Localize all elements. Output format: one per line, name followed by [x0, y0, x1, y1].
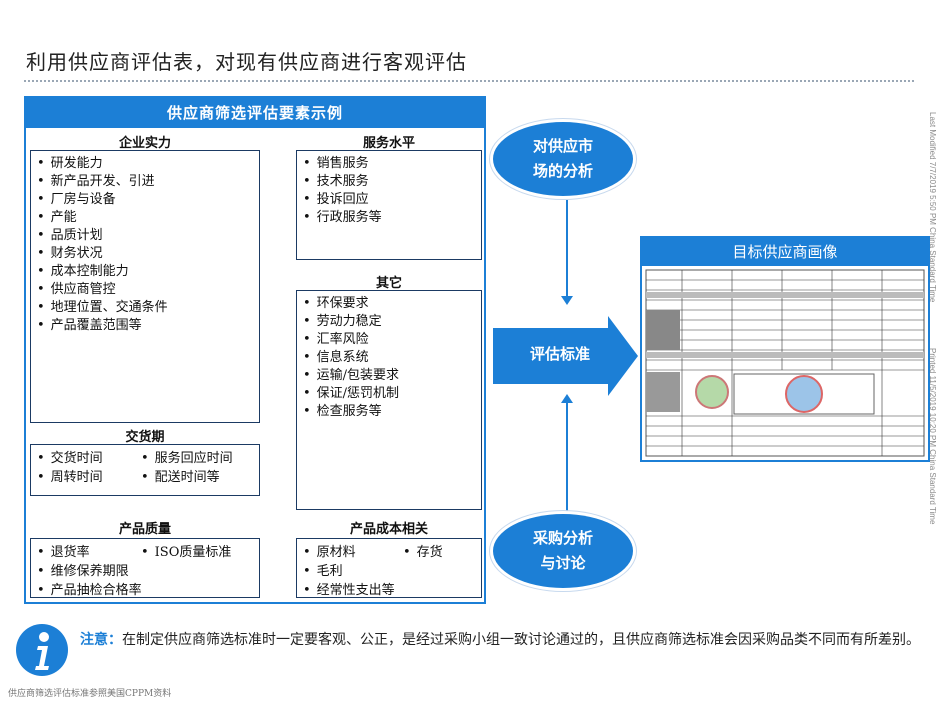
list-item: 产品抽检合格率 [37, 581, 261, 600]
delivery-heading: 交货期 [125, 430, 165, 445]
delivery-box: 交货时间 服务回应时间 周转时间 配送时间等 [30, 444, 260, 496]
procurement-analysis-circle: 采购分析 与讨论 [493, 514, 633, 588]
quality-heading: 产品质量 [118, 522, 171, 537]
list-item: 品质计划 [37, 227, 259, 245]
other-heading: 其它 [375, 276, 402, 291]
list-item: 汇率风险 [303, 331, 481, 349]
note-body: 在制定供应商筛选标准时一定要客观、公正，是经过采购小组一致讨论通过的，且供应商筛… [122, 632, 920, 648]
list-item: 行政服务等 [303, 209, 481, 227]
list-item: 新产品开发、引进 [37, 173, 259, 191]
note-label: 注意： [80, 632, 122, 648]
list-item: 交货时间 [37, 449, 141, 468]
market-analysis-circle: 对供应市 场的分析 [493, 122, 633, 196]
target-supplier-profile: 目标供应商画像 [640, 236, 930, 462]
footer-source: 供应商筛选评估标准参照美国CPPM资料 [8, 689, 172, 699]
arrow-up-head [561, 394, 573, 403]
circle-line: 与讨论 [540, 554, 586, 572]
list-item: 销售服务 [303, 155, 481, 173]
list-item: 供应商管控 [37, 281, 259, 299]
list-item: 配送时间等 [141, 468, 261, 487]
cost-box: 原材料 存货 毛利 经常性支出等 [296, 538, 482, 598]
quality-box: 退货率 ISO质量标准 维修保养期限 产品抽检合格率 [30, 538, 260, 598]
target-header: 目标供应商画像 [642, 238, 928, 266]
arrow-down-head [561, 296, 573, 305]
list-item: 退货率 [37, 543, 141, 562]
circle-line: 采购分析 [532, 529, 593, 547]
list-item: 周转时间 [37, 468, 141, 487]
list-item: 产品覆盖范围等 [37, 317, 259, 335]
evaluation-factors-panel: 供应商筛选评估要素示例 企业实力 研发能力 新产品开发、引进 厂房与设备 产能 … [24, 96, 486, 604]
list-item: 原材料 [303, 543, 403, 562]
list-item: 经常性支出等 [303, 581, 483, 600]
list-item: 存货 [403, 543, 483, 562]
enterprise-box: 研发能力 新产品开发、引进 厂房与设备 产能 品质计划 财务状况 成本控制能力 … [30, 150, 260, 423]
other-box: 环保要求 劳动力稳定 汇率风险 信息系统 运输/包装要求 保证/惩罚机制 检查服… [296, 290, 482, 510]
arrow-down-line [566, 200, 568, 298]
service-box: 销售服务 技术服务 投诉回应 行政服务等 [296, 150, 482, 260]
list-item: 成本控制能力 [37, 263, 259, 281]
circle-line: 对供应市 [532, 137, 593, 155]
cost-heading: 产品成本相关 [349, 522, 428, 537]
enterprise-list: 研发能力 新产品开发、引进 厂房与设备 产能 品质计划 财务状况 成本控制能力 … [31, 151, 259, 335]
circle-line: 场的分析 [532, 162, 593, 180]
evaluation-criteria-arrow [493, 316, 638, 396]
other-list: 环保要求 劳动力稳定 汇率风险 信息系统 运输/包装要求 保证/惩罚机制 检查服… [297, 291, 481, 421]
supplier-form-image [645, 269, 925, 457]
info-icon [16, 624, 68, 676]
printed-text: Printed 11/5/2019 10:20 PM China Standar… [928, 348, 937, 525]
list-item: 维修保养期限 [37, 562, 261, 581]
list-item: 产能 [37, 209, 259, 227]
last-modified-text: Last Modified 7/7/2019 5:50 PM China Sta… [928, 112, 937, 303]
arrow-label: 评估标准 [529, 345, 590, 363]
list-item: 厂房与设备 [37, 191, 259, 209]
list-item: 运输/包装要求 [303, 367, 481, 385]
list-item: 信息系统 [303, 349, 481, 367]
list-item: ISO质量标准 [141, 543, 261, 562]
list-item: 研发能力 [37, 155, 259, 173]
quality-list: 退货率 ISO质量标准 维修保养期限 产品抽检合格率 [31, 539, 259, 600]
title-divider [24, 80, 914, 82]
list-item: 毛利 [303, 562, 483, 581]
enterprise-heading: 企业实力 [118, 136, 171, 151]
list-item: 投诉回应 [303, 191, 481, 209]
panel-header: 供应商筛选评估要素示例 [26, 98, 484, 128]
list-item: 技术服务 [303, 173, 481, 191]
list-item: 保证/惩罚机制 [303, 385, 481, 403]
list-item: 环保要求 [303, 295, 481, 313]
list-item: 地理位置、交通条件 [37, 299, 259, 317]
service-list: 销售服务 技术服务 投诉回应 行政服务等 [297, 151, 481, 227]
list-item: 劳动力稳定 [303, 313, 481, 331]
arrow-up-line [566, 402, 568, 512]
list-item: 检查服务等 [303, 403, 481, 421]
service-heading: 服务水平 [362, 136, 415, 151]
list-item: 财务状况 [37, 245, 259, 263]
page-title: 利用供应商评估表，对现有供应商进行客观评估 [26, 50, 467, 74]
cost-list: 原材料 存货 毛利 经常性支出等 [297, 539, 481, 600]
delivery-list: 交货时间 服务回应时间 周转时间 配送时间等 [31, 445, 259, 487]
list-item: 服务回应时间 [141, 449, 261, 468]
note-text: 注意：在制定供应商筛选标准时一定要客观、公正，是经过采购小组一致讨论通过的，且供… [80, 628, 920, 652]
